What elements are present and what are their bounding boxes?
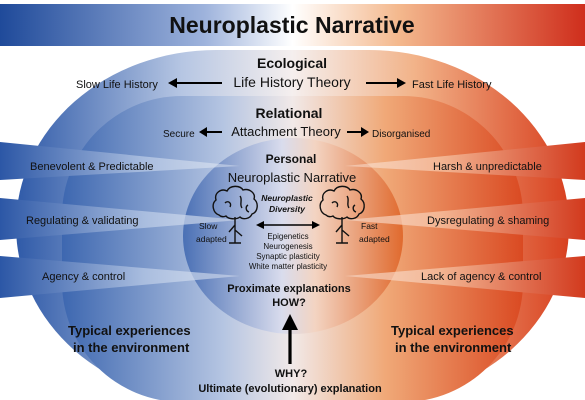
ecological-heading: Ecological [257, 55, 327, 71]
slow-adapted-line1: Slow [199, 221, 218, 231]
slow-adapted-line2: adapted [196, 234, 227, 244]
relational-left-label: Secure [163, 129, 195, 140]
proximate-line2: HOW? [272, 297, 306, 309]
arrow-left-icon [199, 127, 222, 137]
right-experience-3: Lack of agency & control [421, 271, 541, 283]
ultimate-label: Ultimate (evolutionary) explanation [198, 383, 382, 395]
diagram-title: Neuroplastic Narrative [169, 12, 414, 38]
typical-left-line2: in the environment [73, 340, 190, 355]
arrow-left-icon [168, 78, 222, 88]
mechanism-4: White matter plasticity [249, 262, 327, 271]
right-wedge-3 [345, 256, 585, 298]
relational-right-label: Disorganised [372, 129, 430, 140]
brain-tree-icon [212, 185, 258, 244]
personal-theory: Neuroplastic Narrative [228, 170, 357, 185]
why-label: WHY? [275, 368, 308, 380]
left-wedge-1 [0, 142, 240, 180]
ecological-theory: Life History Theory [233, 74, 350, 90]
typical-right-line1: Typical experiences [391, 323, 514, 338]
right-experience-2: Dysregulating & shaming [427, 215, 549, 227]
left-wedge-2 [0, 198, 240, 240]
left-wedge-3 [0, 256, 240, 298]
typical-right-line2: in the environment [395, 340, 512, 355]
left-experience-3: Agency & control [42, 271, 125, 283]
arrow-right-icon [366, 78, 406, 88]
fast-adapted-line1: Fast [361, 221, 378, 231]
arrow-up-icon [282, 314, 298, 364]
proximate-line1: Proximate explanations [227, 283, 351, 295]
left-experience-1: Benevolent & Predictable [30, 161, 154, 173]
diversity-label-1: Neuroplastic [261, 193, 313, 203]
double-arrow-icon [256, 221, 320, 229]
ecological-left-label: Slow Life History [76, 79, 158, 91]
brain-tree-icon [319, 185, 365, 244]
right-experience-1: Harsh & unpredictable [433, 161, 542, 173]
mechanism-2: Neurogenesis [263, 242, 312, 251]
ecological-right-label: Fast Life History [412, 79, 492, 91]
right-wedge-2 [345, 198, 585, 240]
diversity-label-2: Diversity [269, 204, 306, 214]
relational-theory: Attachment Theory [231, 124, 341, 139]
mechanism-3: Synaptic plasticity [256, 252, 320, 261]
title-bar [0, 4, 585, 46]
relational-heading: Relational [256, 105, 323, 121]
personal-heading: Personal [266, 152, 317, 166]
fast-adapted-line2: adapted [359, 234, 390, 244]
arrow-right-icon [347, 127, 369, 137]
left-experience-2: Regulating & validating [26, 215, 139, 227]
typical-left-line1: Typical experiences [68, 323, 191, 338]
mechanism-1: Epigenetics [267, 232, 308, 241]
right-wedge-1 [345, 142, 585, 180]
